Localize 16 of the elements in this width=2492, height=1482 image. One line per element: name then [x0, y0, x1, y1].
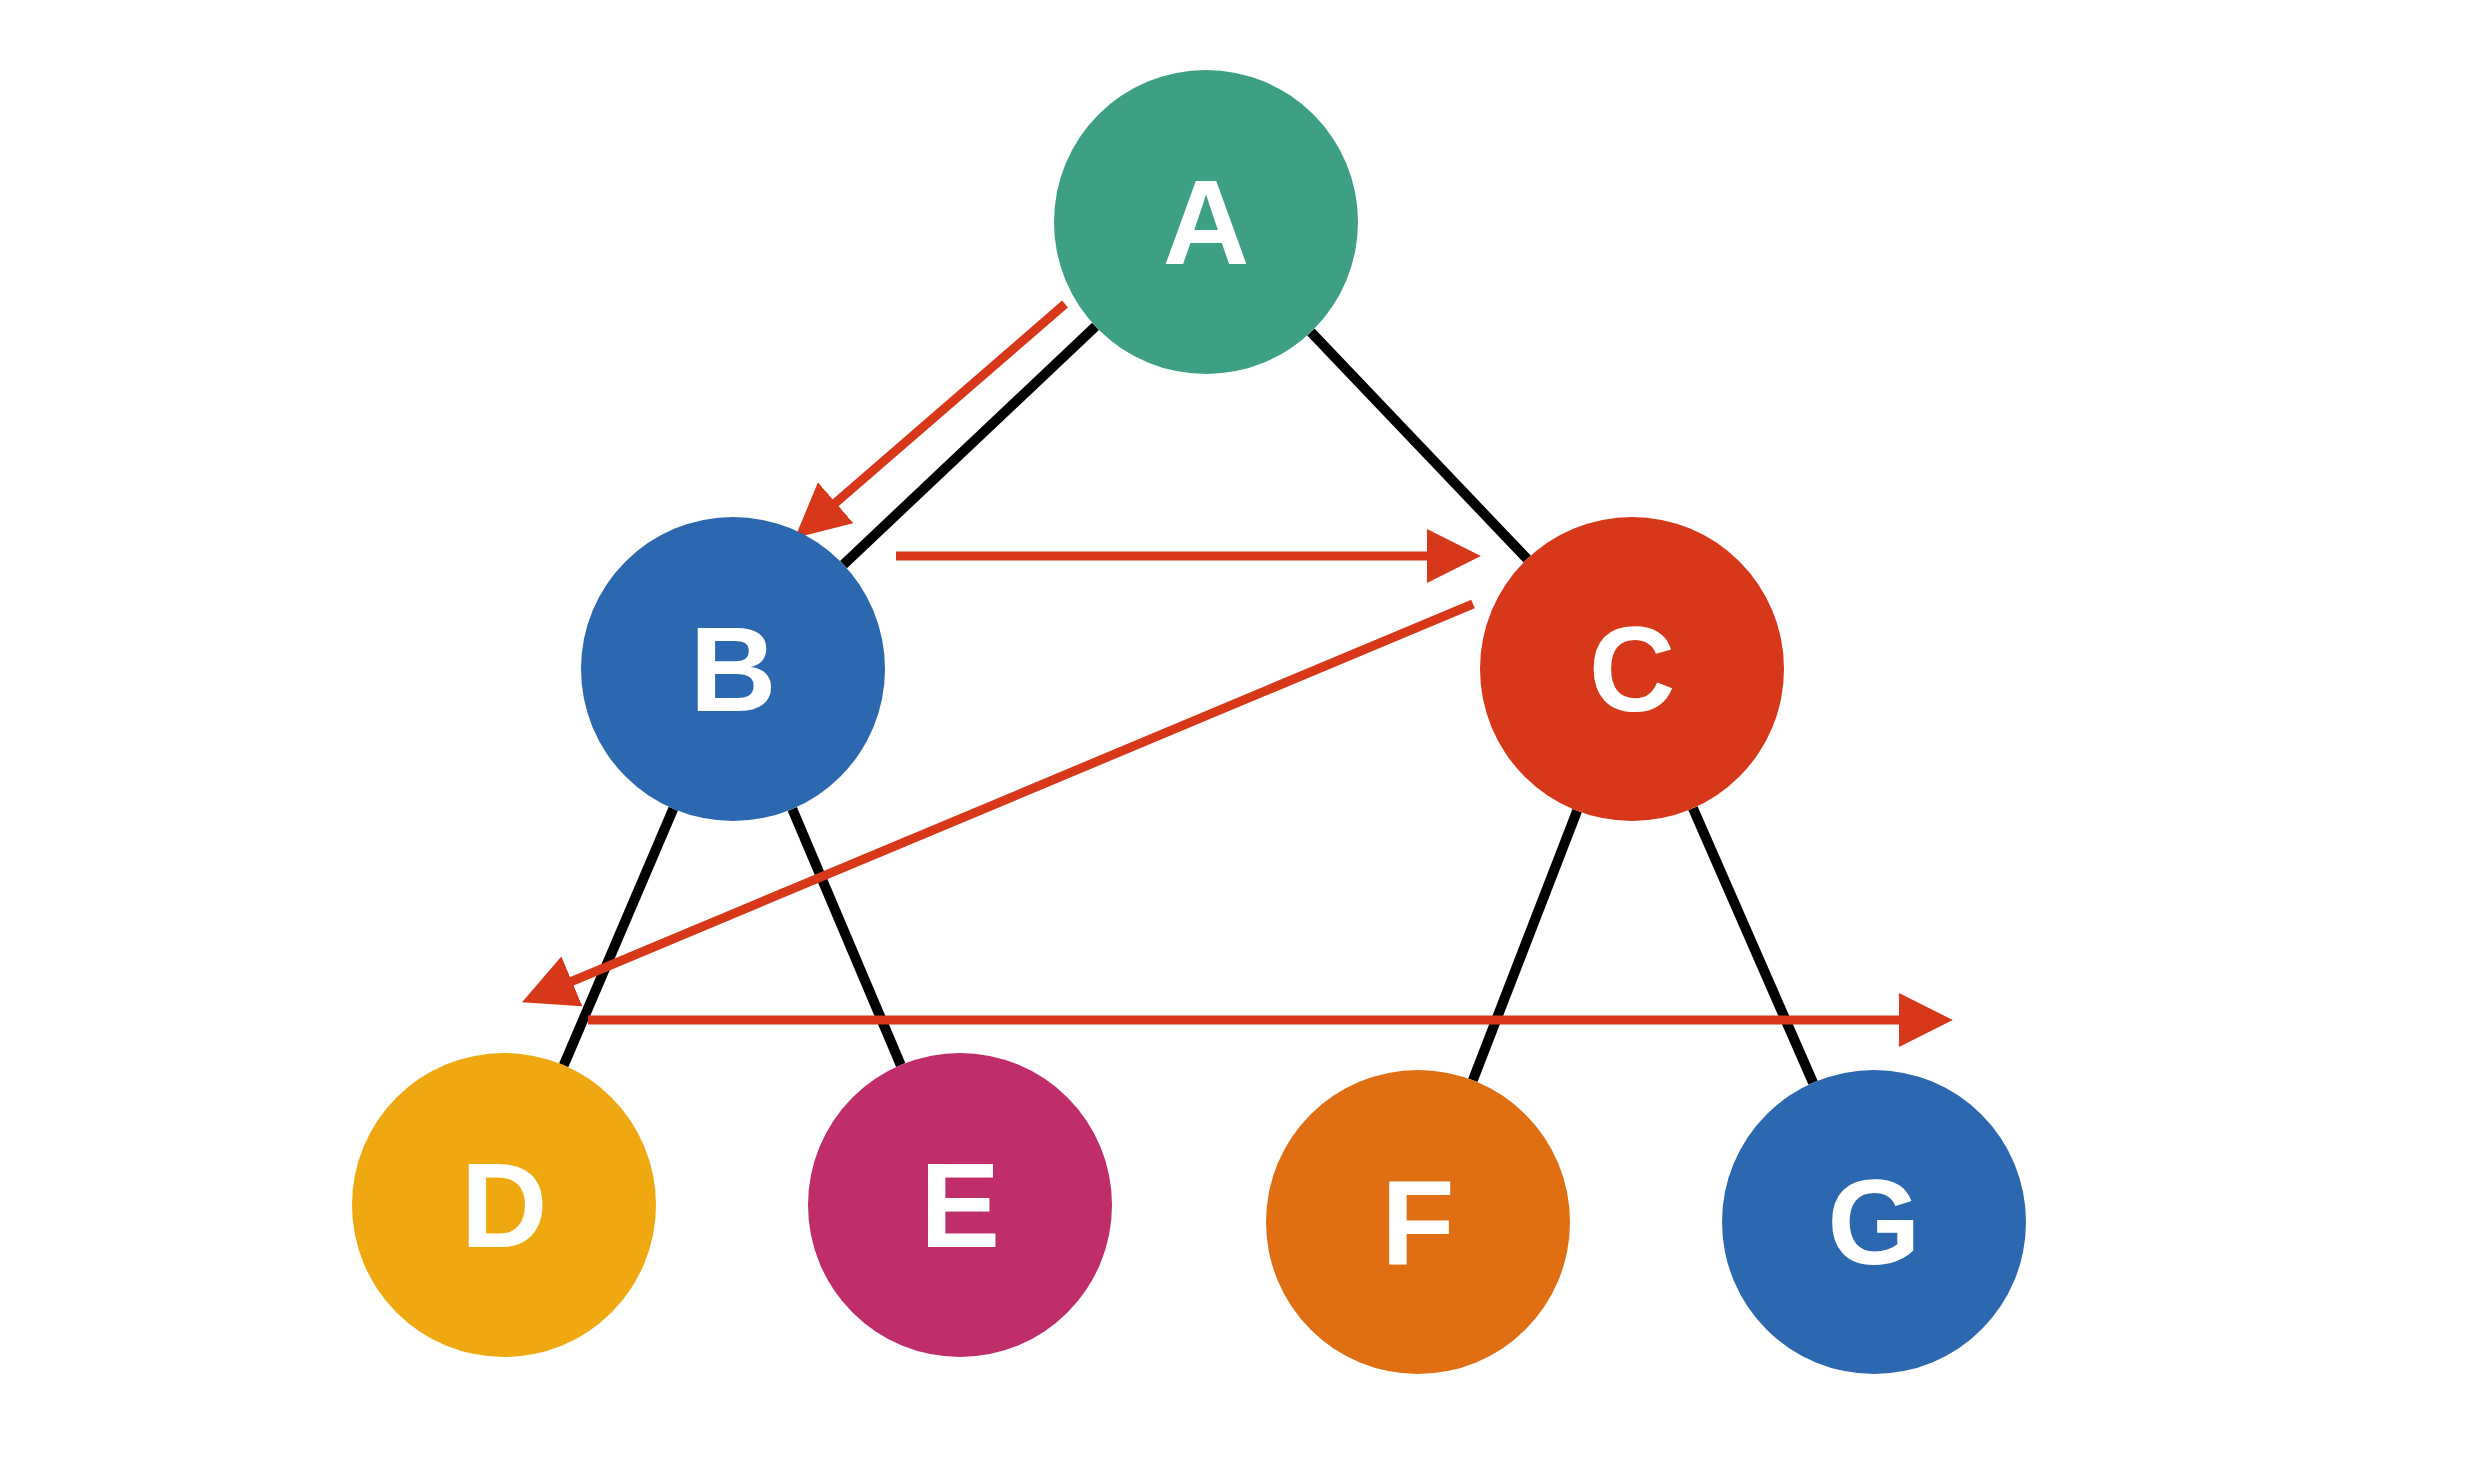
tree-edge	[1688, 806, 1818, 1085]
tree-edge	[840, 322, 1099, 569]
node-label: C	[1588, 609, 1676, 729]
traversal-arrow	[588, 993, 1953, 1047]
node-label: B	[689, 609, 777, 729]
traversal-arrow	[522, 599, 1475, 1007]
node-label: A	[1162, 162, 1250, 282]
tree-edge	[1307, 328, 1531, 563]
node-label: E	[919, 1145, 1000, 1265]
tree-edge	[1468, 808, 1582, 1083]
node-label: G	[1827, 1162, 1921, 1282]
tree-edge	[559, 806, 678, 1068]
node-label: D	[460, 1145, 548, 1265]
node-label: F	[1381, 1162, 1455, 1282]
traversal-arrow	[896, 529, 1481, 583]
tree-edge	[787, 807, 906, 1067]
